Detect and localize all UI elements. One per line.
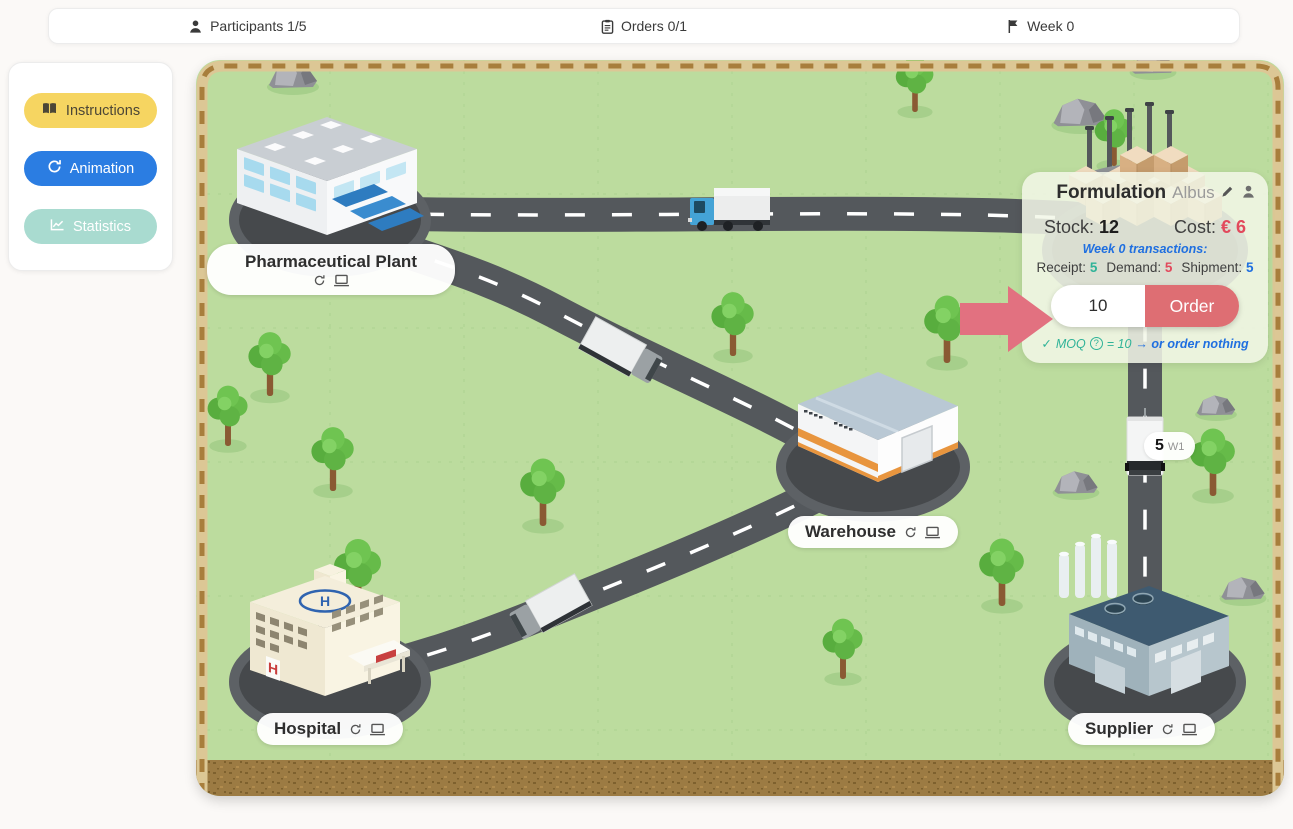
moq-value: = 10 [1106, 336, 1132, 351]
truck-southeast [577, 316, 663, 383]
pointer-arrow [960, 286, 1053, 352]
orders-label: Orders 0/1 [620, 18, 688, 34]
demand-value: 5 [1164, 260, 1173, 275]
svg-text:H: H [320, 593, 330, 609]
plant-name: Pharmaceutical Plant [245, 252, 417, 271]
game-map: H H [196, 60, 1284, 796]
warehouse-name: Warehouse [805, 522, 897, 541]
moq-note: ✓ MOQ ? = 10 → or order nothing [1032, 336, 1258, 352]
check-icon: ✓ [1041, 337, 1052, 351]
sidebar: Instructions Animation Statistics [8, 62, 173, 271]
order-quantity-input[interactable] [1051, 285, 1145, 327]
warehouse-building [798, 372, 958, 482]
refresh-icon [904, 526, 917, 539]
player-name: Albus [1172, 183, 1215, 202]
refresh-icon [1161, 723, 1174, 736]
book-icon [41, 102, 58, 119]
order-button[interactable]: Order [1145, 285, 1239, 327]
moq-help-icon[interactable]: ? [1089, 337, 1103, 350]
truck-west [688, 188, 770, 231]
cost-value: € 6 [1220, 217, 1246, 237]
plant-label[interactable]: Pharmaceutical Plant [207, 244, 455, 295]
demand-label: Demand: [1106, 260, 1162, 275]
shipment-badge: 5 W1 [1144, 432, 1196, 460]
supplier-name: Supplier [1085, 719, 1154, 738]
person-icon [188, 19, 203, 34]
monitor-icon [369, 723, 386, 736]
participants-status: Participants 1/5 [49, 18, 446, 34]
map-canvas: H H [196, 60, 1284, 796]
animation-button[interactable]: Animation [24, 151, 157, 186]
animation-label: Animation [69, 160, 135, 177]
shipment-value: 5 [1245, 260, 1254, 275]
instructions-button[interactable]: Instructions [24, 93, 157, 128]
truck-southwest [509, 573, 593, 639]
moq-label: MOQ [1055, 336, 1086, 351]
hospital-label[interactable]: Hospital [257, 713, 404, 745]
transactions-heading: Week 0 transactions: [1082, 242, 1208, 256]
monitor-icon [1181, 723, 1198, 736]
hospital-building: H H [250, 564, 410, 696]
statistics-label: Statistics [72, 218, 131, 235]
shipment-week: W1 [1167, 441, 1185, 453]
monitor-icon [924, 526, 941, 539]
transactions-row: Receipt: 5 Demand: 5 Shipment: 5 [1032, 260, 1258, 275]
receipt-value: 5 [1089, 260, 1098, 275]
refresh-icon [313, 274, 326, 287]
warehouse-label[interactable]: Warehouse [788, 516, 959, 548]
monitor-icon [333, 274, 350, 287]
player-icon [1241, 184, 1256, 204]
svg-text:H: H [268, 660, 278, 679]
week-status: Week 0 [842, 18, 1239, 34]
pharmaceutical-plant-building [237, 117, 424, 235]
refresh-icon [349, 723, 362, 736]
moq-alternative: → or order nothing [1135, 336, 1249, 351]
rotate-icon [47, 159, 62, 178]
week-label: Week 0 [1027, 18, 1075, 34]
stock-value: 12 [1099, 217, 1120, 237]
supplier-building [1059, 533, 1229, 696]
edit-name-icon[interactable] [1221, 185, 1234, 203]
order-row: Order [1032, 285, 1258, 327]
instructions-label: Instructions [65, 102, 141, 119]
dirt-edge [196, 760, 1284, 796]
hospital-name: Hospital [274, 719, 342, 738]
shipment-label: Shipment: [1181, 260, 1243, 275]
shipment-quantity: 5 [1155, 437, 1164, 454]
map-border-dashes [199, 63, 1281, 796]
panel-header: Formulation Albus [1032, 182, 1258, 208]
receipt-label: Receipt: [1036, 260, 1087, 275]
orders-status: Orders 0/1 [446, 18, 843, 34]
stock-label: Stock: [1044, 217, 1095, 237]
clipboard-icon [601, 19, 614, 34]
stock-cost-row: Stock: 12 Cost: € 6 [1032, 217, 1258, 238]
top-bar: Participants 1/5 Orders 0/1 Week 0 [48, 8, 1240, 44]
chart-icon [50, 218, 65, 235]
order-pill: Order [1051, 285, 1239, 327]
statistics-button[interactable]: Statistics [24, 209, 157, 244]
participants-label: Participants 1/5 [210, 18, 307, 34]
supplier-label[interactable]: Supplier [1068, 713, 1216, 745]
flag-icon [1007, 19, 1020, 34]
panel-title: Formulation [1056, 182, 1167, 203]
cost-label: Cost: [1173, 217, 1216, 237]
formulation-panel: Formulation Albus Stock: 12 Cost: € 6 We… [1022, 172, 1268, 363]
